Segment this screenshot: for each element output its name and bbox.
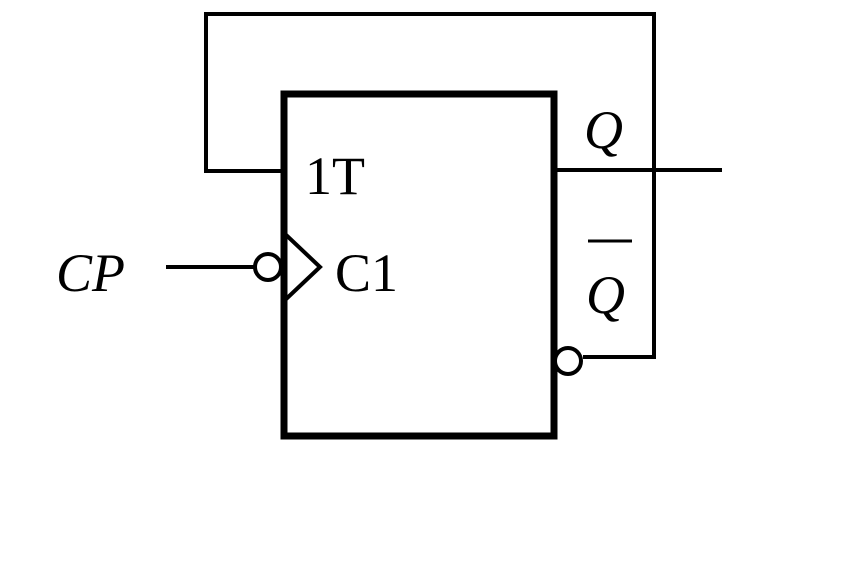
clock-inversion-bubble (253, 252, 283, 282)
q-bar-output-label: Q (586, 265, 625, 325)
clock-edge-triangle (282, 231, 323, 303)
cp-label: CP (56, 243, 125, 303)
q-output-label: Q (584, 100, 623, 160)
feedback-wire (204, 12, 656, 359)
t-input-label: 1T (305, 146, 365, 206)
q-bar-inversion-bubble (553, 346, 583, 376)
flip-flop-block (280, 90, 558, 440)
clock-input-label: C1 (335, 243, 398, 303)
